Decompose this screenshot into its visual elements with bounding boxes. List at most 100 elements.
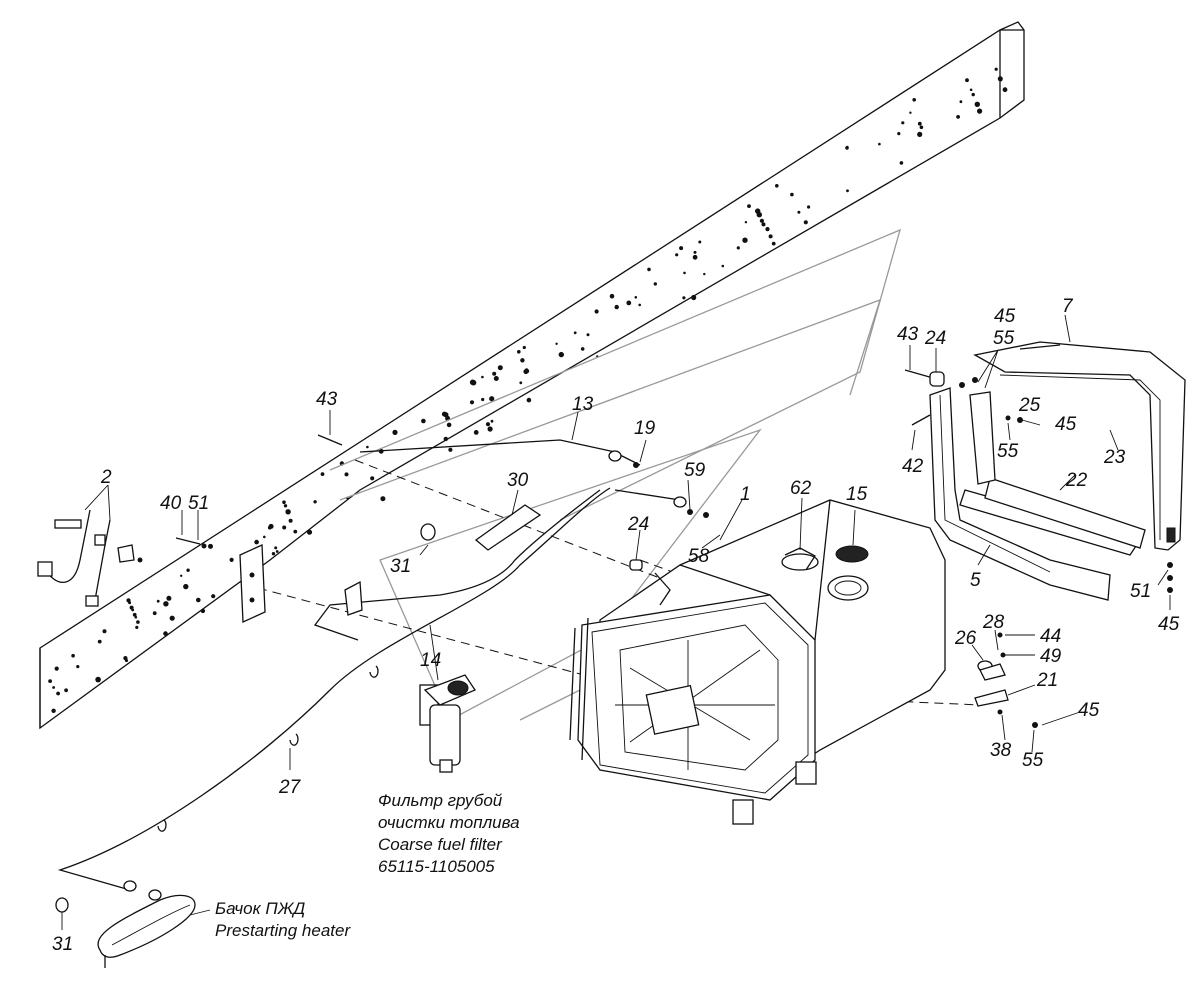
rail-hole bbox=[586, 333, 590, 337]
callout-1: 1 bbox=[740, 484, 751, 505]
callout-62: 62 bbox=[790, 478, 812, 499]
callout-44: 44 bbox=[1040, 626, 1061, 647]
rail-hole bbox=[897, 132, 901, 136]
frame-mounting-plate bbox=[239, 544, 363, 623]
callout-27: 27 bbox=[278, 777, 302, 798]
rail-hole bbox=[679, 246, 684, 251]
wiring-harness bbox=[37, 509, 143, 607]
rail-hole bbox=[344, 472, 349, 477]
filter-caption: Фильтр грубой очистки топлива Coarse fue… bbox=[378, 791, 520, 876]
rail-hole bbox=[51, 708, 56, 713]
rail-hole bbox=[525, 369, 530, 374]
rail-hole bbox=[594, 309, 599, 314]
callout-43-right: 43 bbox=[897, 324, 919, 345]
rail-hole bbox=[846, 189, 849, 193]
tank-mounting-bracket bbox=[929, 341, 1186, 601]
rail-hole bbox=[759, 218, 765, 223]
rail-hole bbox=[254, 539, 259, 545]
rail-hole bbox=[971, 92, 975, 97]
callout-31-mid: 31 bbox=[390, 556, 411, 577]
rail-hole bbox=[95, 676, 101, 683]
rail-hole bbox=[131, 608, 135, 612]
rail-hole bbox=[519, 381, 523, 385]
callout-23: 23 bbox=[1103, 447, 1126, 468]
rail-hole bbox=[283, 504, 288, 508]
leader-lines bbox=[61, 314, 1171, 930]
callout-19: 19 bbox=[634, 418, 656, 439]
heater-caption-line-1: Бачок ПЖД bbox=[215, 899, 305, 918]
rail-hole bbox=[282, 525, 287, 530]
rail-hole bbox=[555, 342, 558, 345]
rail-hole bbox=[493, 376, 499, 381]
rail-hole bbox=[692, 254, 698, 260]
rail-hole bbox=[647, 267, 651, 272]
rail-hole bbox=[768, 234, 773, 239]
rail-hole bbox=[490, 419, 494, 423]
rail-hole bbox=[274, 546, 278, 550]
fuel-tank bbox=[569, 499, 946, 825]
callout-24-mid: 24 bbox=[627, 514, 649, 535]
callout-26: 26 bbox=[954, 628, 977, 649]
rail-hole bbox=[765, 227, 770, 232]
callout-45-right: 45 bbox=[1158, 614, 1180, 635]
filter-caption-line-1: Фильтр грубой bbox=[378, 791, 503, 810]
rail-hole bbox=[128, 601, 132, 605]
rail-hole bbox=[909, 111, 912, 114]
rail-hole bbox=[469, 400, 475, 405]
rail-hole bbox=[558, 351, 564, 358]
rail-hole bbox=[683, 271, 686, 275]
rail-hole bbox=[263, 535, 266, 539]
rail-hole bbox=[803, 220, 808, 225]
rail-hole bbox=[469, 379, 476, 386]
rail-hole bbox=[517, 350, 521, 354]
heater-caption-line-2: Prestarting heater bbox=[215, 921, 351, 940]
rail-hole bbox=[481, 375, 484, 379]
rail-hole bbox=[71, 653, 75, 658]
rail-hole bbox=[282, 500, 286, 505]
rail-hole bbox=[200, 608, 206, 614]
rail-hole bbox=[703, 272, 706, 276]
rail-hole bbox=[761, 222, 766, 227]
rail-hole bbox=[999, 78, 1003, 82]
rail-hole bbox=[899, 161, 904, 165]
rail-hole bbox=[481, 397, 485, 402]
rail-hole bbox=[306, 529, 313, 535]
callout-25: 25 bbox=[1018, 395, 1041, 416]
rail-hole bbox=[132, 612, 137, 617]
callout-43-top: 43 bbox=[316, 389, 338, 410]
rail-hole bbox=[102, 629, 107, 634]
rail-hole bbox=[271, 552, 276, 556]
callout-51-right: 51 bbox=[1130, 581, 1151, 602]
rail-hole bbox=[691, 294, 697, 301]
callout-45-bottom: 45 bbox=[1078, 700, 1100, 721]
rail-hole bbox=[974, 101, 980, 108]
rail-hole bbox=[959, 100, 963, 104]
callout-31-bottom: 31 bbox=[52, 934, 73, 955]
rail-hole bbox=[956, 115, 960, 119]
rail-hole bbox=[492, 371, 497, 376]
rail-hole bbox=[473, 430, 479, 435]
callout-55-bottom: 55 bbox=[1022, 750, 1044, 771]
rail-hole bbox=[790, 192, 794, 197]
rail-hole bbox=[380, 496, 386, 502]
rail-hole bbox=[166, 595, 172, 601]
rail-hole bbox=[320, 472, 325, 476]
rail-hole bbox=[370, 476, 375, 481]
rail-hole bbox=[313, 500, 317, 504]
callout-2: 2 bbox=[100, 467, 112, 488]
rail-hole bbox=[693, 250, 697, 254]
rail-hole bbox=[526, 397, 532, 403]
callout-49: 49 bbox=[1040, 646, 1062, 667]
rail-hole bbox=[638, 303, 641, 307]
coarse-fuel-filter bbox=[419, 674, 476, 773]
rail-hole bbox=[485, 422, 491, 427]
rail-hole bbox=[135, 625, 139, 630]
rail-hole bbox=[129, 605, 134, 610]
rail-hole bbox=[208, 543, 213, 549]
rail-hole bbox=[489, 396, 495, 402]
rail-hole bbox=[994, 67, 998, 71]
callout-45-top: 45 bbox=[994, 306, 1016, 327]
callout-22: 22 bbox=[1065, 470, 1088, 491]
